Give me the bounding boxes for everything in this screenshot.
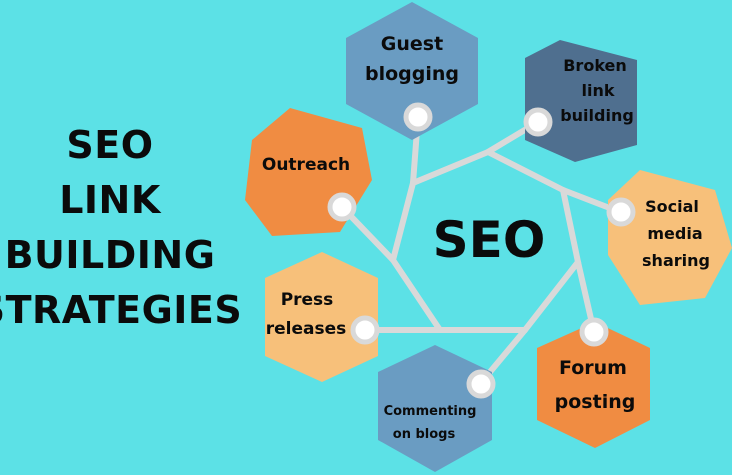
dot-forum-posting: [579, 317, 609, 347]
node-label-broken-2: link: [582, 81, 615, 100]
node-label-forum-2: posting: [555, 391, 636, 413]
hexagon-press-releases: [265, 252, 378, 382]
diagram-title: SEO LINK BUILDING STRATEGIES: [0, 118, 340, 338]
node-label-social-1: Social: [645, 197, 699, 216]
node-label-press-2: releases: [266, 319, 347, 339]
dot-outreach: [327, 192, 357, 222]
node-label-broken-1: Broken: [563, 56, 627, 75]
dot-press-releases: [350, 315, 380, 345]
node-broken-link-building: Broken link building: [525, 40, 637, 162]
node-label-forum-1: Forum: [559, 357, 627, 379]
hexagon-forum-posting: [537, 322, 650, 448]
node-social-media-sharing: Social media sharing: [608, 170, 732, 305]
node-label-commenting-2: on blogs: [393, 427, 456, 442]
node-commenting-on-blogs: Commenting on blogs: [378, 345, 492, 472]
hexagon-guest-blogging: [346, 2, 478, 140]
hexagon-broken-link-building: [525, 40, 637, 162]
dot-broken-link: [523, 107, 553, 137]
center-heptagon-outline: [389, 148, 582, 333]
title-line-1: SEO: [66, 123, 154, 167]
title-line-2: LINK: [59, 178, 161, 222]
center-label: SEO: [433, 211, 546, 269]
node-label-social-2: media: [647, 224, 702, 243]
title-line-3: BUILDING: [4, 233, 216, 277]
dot-commenting: [466, 369, 496, 399]
node-label-guest-blogging-2: blogging: [365, 63, 459, 85]
connector-dots: [327, 102, 636, 399]
node-label-social-3: sharing: [642, 251, 710, 270]
hexagon-commenting: [378, 345, 492, 472]
dot-guest-blogging: [403, 102, 433, 132]
dot-social-media: [606, 197, 636, 227]
node-label-outreach: Outreach: [262, 155, 350, 175]
node-label-commenting-1: Commenting: [384, 404, 477, 419]
node-label-press-1: Press: [281, 290, 334, 310]
node-label-guest-blogging-1: Guest: [381, 33, 443, 55]
hexagon-social-media: [608, 170, 732, 305]
node-forum-posting: Forum posting: [537, 322, 650, 448]
node-press-releases: Press releases: [265, 252, 378, 382]
node-label-broken-3: building: [560, 106, 634, 125]
node-guest-blogging: Guest blogging: [346, 2, 478, 140]
title-line-4: STRATEGIES: [0, 288, 243, 332]
